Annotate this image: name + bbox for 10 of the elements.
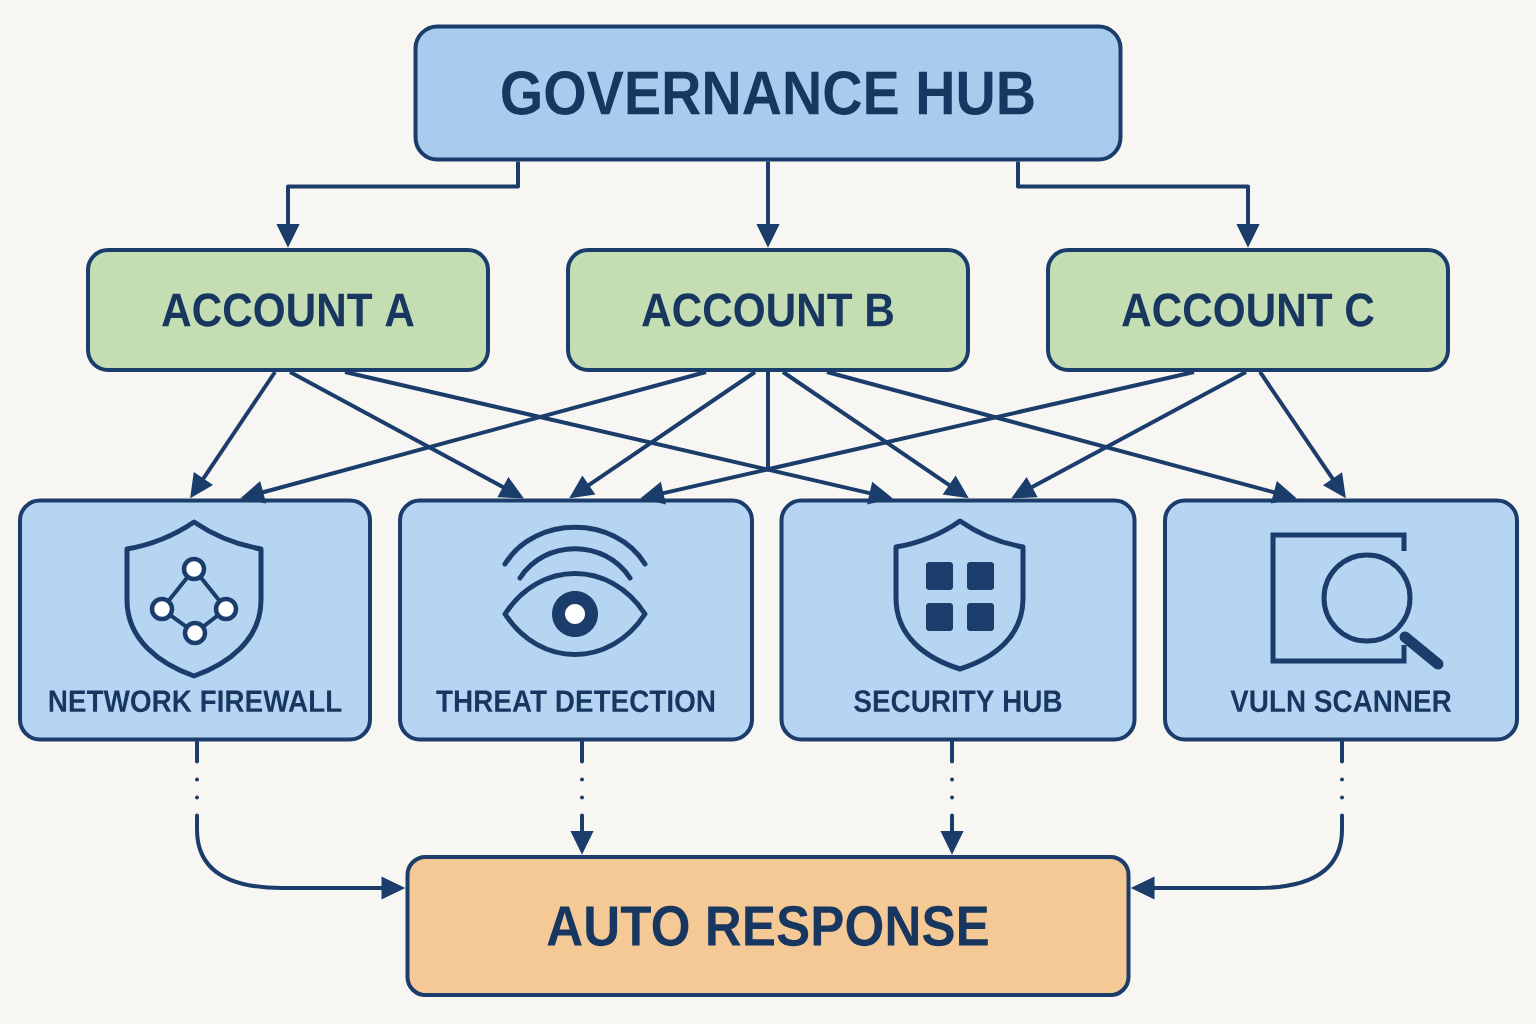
service-box: VULN SCANNER — [1163, 498, 1519, 742]
account-box: ACCOUNT A — [86, 248, 490, 372]
service-box: THREAT DETECTION — [398, 498, 754, 742]
hub-box: GOVERNANCE HUB — [413, 24, 1123, 162]
connector-line — [766, 372, 770, 470]
service-box: NETWORK FIREWALL — [18, 498, 372, 742]
service-box: SECURITY HUB — [779, 498, 1137, 742]
account-box: ACCOUNT B — [566, 248, 970, 372]
account-box: ACCOUNT C — [1046, 248, 1450, 372]
response-box: AUTO RESPONSE — [405, 855, 1131, 997]
